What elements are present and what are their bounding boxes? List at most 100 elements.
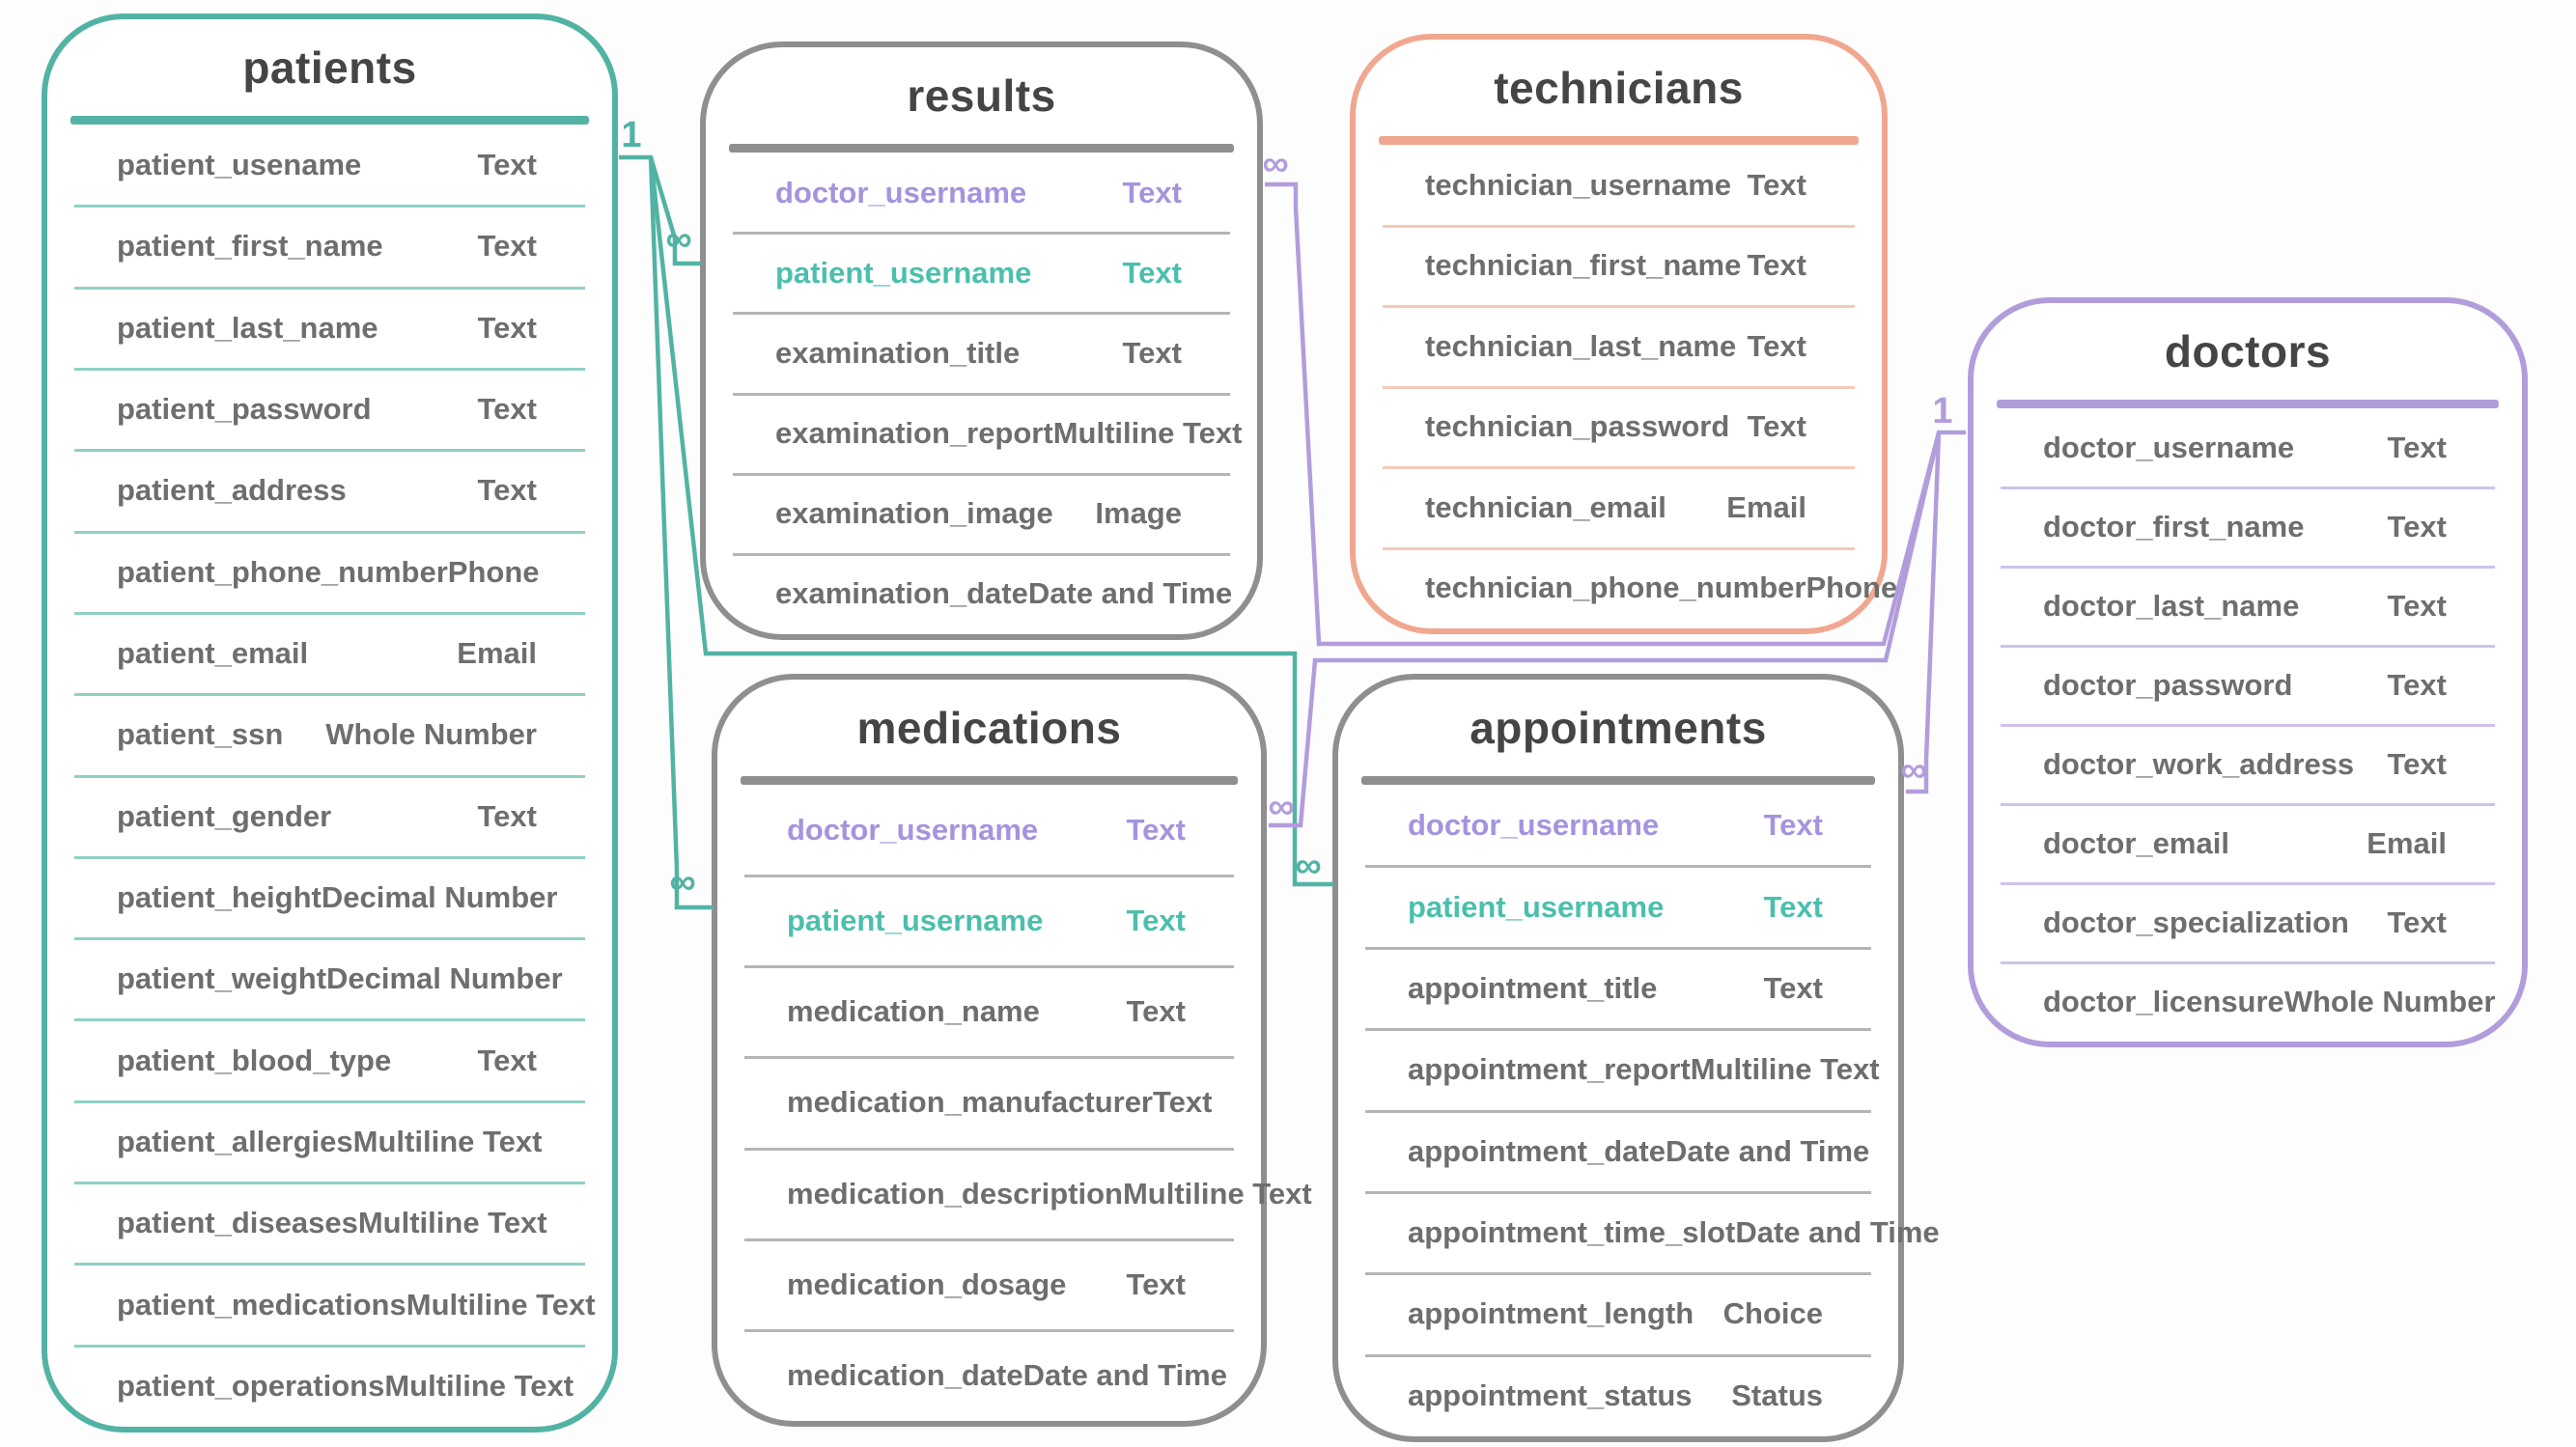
field-name: appointment_date [1408,1133,1666,1168]
field-name: patient_operations [117,1368,385,1403]
field-row-patient_address: patient_address Text [47,449,612,531]
cardinality-results-patient-many: ∞ [665,219,692,260]
field-name: technician_email [1425,489,1666,524]
field-type: Multiline Text [1052,416,1243,451]
field-type: Text [477,1043,537,1077]
table-title-results: results [907,70,1056,121]
field-name: patient_email [117,636,309,671]
field-type: Text [1763,970,1823,1005]
field-name: doctor_specialization [2043,905,2349,939]
field-type: Choice [1722,1296,1823,1331]
field-type: Whole Number [325,717,537,752]
field-type: Multiline Text [357,1206,547,1240]
field-name: patient_username [775,255,1032,290]
cardinality-patients-one: 1 [621,115,642,155]
field-name: appointment_time_slot [1408,1215,1736,1250]
field-name: doctor_username [2043,431,2295,464]
field-name: patient_allergies [117,1124,353,1158]
field-type: Multiline Text [352,1124,543,1158]
table-title-medications: medications [856,703,1122,753]
field-name: doctor_last_name [2043,589,2300,623]
field-row-patient_username: patient_username Text [706,232,1257,313]
field-type: Text [2387,510,2447,543]
field-name: examination_report [775,416,1053,451]
field-name: technician_password [1425,409,1730,444]
field-name: technician_phone_number [1425,570,1806,605]
field-type: Phone [447,554,540,589]
field-type: Text [2387,905,2447,939]
table-title-appointments: appointments [1470,703,1767,753]
field-name: doctor_first_name [2043,510,2305,543]
field-row-doctor_specialization: doctor_specialization Text [1974,882,2522,962]
field-type: Text [1122,255,1182,290]
field-type: Whole Number [2283,985,2496,1018]
field-name: patient_medications [117,1287,406,1322]
field-type: Text [477,392,537,427]
field-type: Phone [1806,570,1898,605]
table-header-rule [1361,776,1875,785]
field-type: Multiline Text [406,1287,596,1322]
field-type: Text [1747,409,1806,444]
cardinality-doctors-one: 1 [1932,391,1953,431]
connector-doctors-appointments [1906,431,1942,794]
field-type: Text [1747,167,1806,202]
field-type: Date and Time [1665,1133,1870,1168]
field-type: Text [1763,889,1823,924]
field-name: doctor_username [787,813,1039,848]
field-type: Text [2387,589,2447,623]
cardinality-medications-patient-many: ∞ [669,862,696,903]
field-name: doctor_email [2043,826,2229,860]
table-header-rule [1379,136,1859,145]
field-name: patient_address [117,473,347,508]
field-name: medication_date [787,1357,1023,1392]
field-name: appointment_report [1408,1052,1691,1087]
field-name: patient_first_name [117,229,383,264]
field-type: Text [477,473,537,508]
field-name: patient_username [787,904,1044,938]
field-name: doctor_licensure [2043,985,2284,1018]
table-title-doctors: doctors [2164,326,2332,376]
field-name: patient_password [117,392,372,427]
cardinality-appointments-doctor-many: ∞ [1900,750,1927,791]
field-name: medication_description [787,1176,1123,1210]
field-name: examination_image [775,496,1053,531]
field-type: Text [1153,1085,1213,1120]
field-type: Status [1731,1377,1823,1412]
field-name: patient_last_name [117,310,378,345]
